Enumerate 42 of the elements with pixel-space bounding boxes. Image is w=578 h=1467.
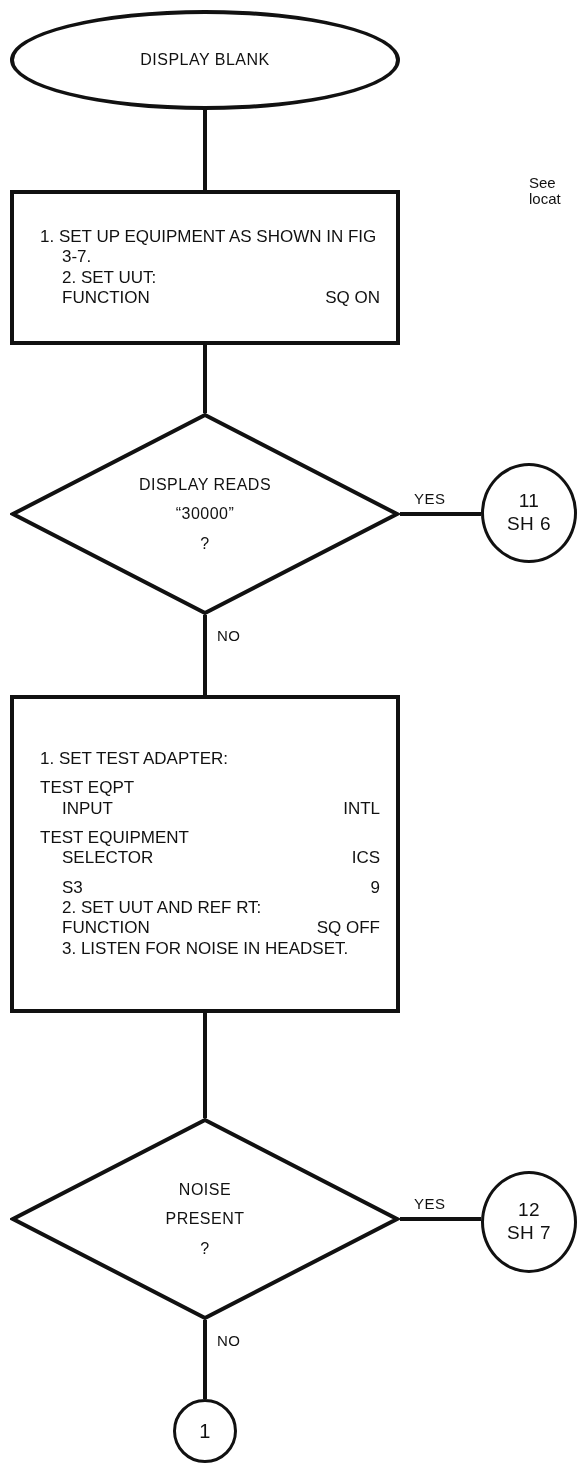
node-text: SH 6 [506,513,552,536]
step-text: ICS [351,848,380,869]
process-box [10,190,400,345]
step-text: 1. SET UP EQUIPMENT AS SHOWN IN FIG 3-7. [40,226,378,268]
step-text: 3. LISTEN FOR NOISE IN HEADSET. [62,938,349,960]
decision-diamond [10,1118,400,1320]
node-text: SH 7 [506,1222,552,1245]
node-text: ? [200,1238,210,1258]
flow-line [203,1013,207,1118]
step-text: FUNCTION [62,287,150,309]
step-text: FUNCTION [62,918,150,939]
node-text: “30000” [175,504,235,524]
connector-circle [173,1399,237,1463]
step-text: SELECTOR [62,848,154,869]
step-text: INPUT [62,798,113,819]
node-text: DISPLAY BLANK [140,50,270,70]
step-text: TEST EQPT [40,778,135,799]
step-text: SQ ON [325,287,380,309]
node-text: 11 [518,490,540,513]
flow-line [203,615,207,695]
flow-line [400,1217,481,1221]
flow-line [203,110,207,190]
step-text: 2. SET UUT: [62,267,157,288]
node-text: 1 [199,1419,211,1443]
step-text: TEST EQUIPMENT [40,827,189,849]
step-text: 2. SET UUT AND REF RT: [62,898,262,919]
step-text: INTL [343,798,380,819]
step-text: 1. SET TEST ADAPTER: [40,748,228,770]
node-text: NOISE [178,1180,232,1200]
step-text: 9 [370,877,380,899]
step-text: S3 [62,877,83,899]
node-text: PRESENT [165,1209,245,1229]
step-text: SQ OFF [316,918,380,939]
flow-line [203,345,207,413]
node-text: 12 [517,1199,541,1222]
process-box [10,695,400,1013]
node-text: ? [200,533,210,553]
note-text: See locat [529,175,562,207]
flow-line [203,1320,207,1399]
decision-diamond [10,413,400,615]
node-text: DISPLAY READS [138,475,272,495]
flow-line [400,512,481,516]
